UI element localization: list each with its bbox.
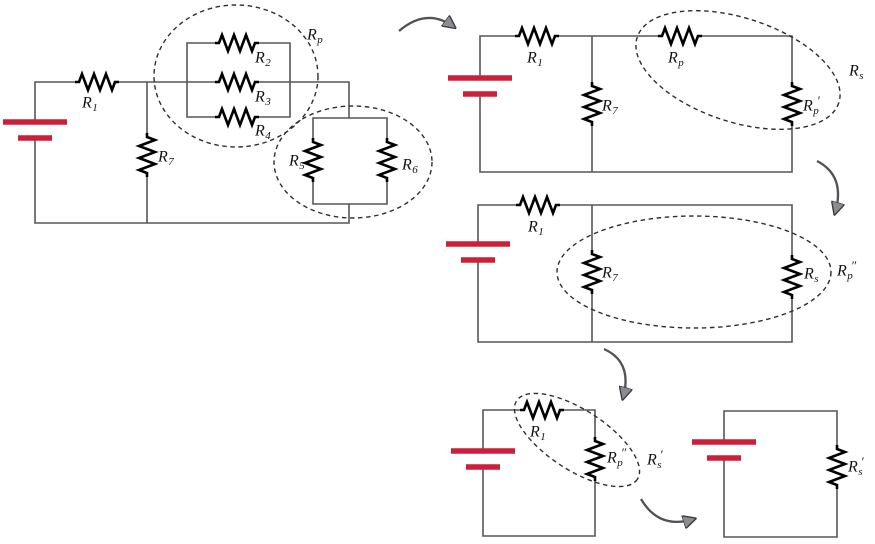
resistor-r6-zigzag bbox=[377, 136, 397, 184]
label-r3-original: R3 bbox=[255, 88, 271, 108]
circuit-stage2 bbox=[448, 9, 841, 173]
resistor-r1-zigzag bbox=[518, 400, 566, 420]
label-r5-original: R5 bbox=[289, 152, 305, 172]
circuit-final bbox=[692, 410, 847, 538]
label-rs-stage3: Rs bbox=[804, 265, 819, 285]
label-r6-original: R6 bbox=[402, 156, 418, 176]
rs-prime-group-dashed-ellipse bbox=[513, 392, 641, 488]
label-r1-stage4: R1 bbox=[530, 423, 546, 443]
reduction-arrow-3-icon bbox=[603, 347, 626, 398]
battery-symbol bbox=[451, 451, 515, 467]
rp-group-dashed-ellipse bbox=[153, 4, 319, 148]
label-r1-stage2: R1 bbox=[527, 49, 543, 69]
r5-r6-group-dashed-ellipse bbox=[273, 105, 433, 219]
battery-symbol bbox=[446, 244, 510, 260]
label-rs-prime-final: Rs′ bbox=[848, 455, 865, 478]
resistor-r7-zigzag bbox=[582, 80, 602, 128]
resistor-r7-zigzag bbox=[582, 248, 602, 296]
resistor-r3-zigzag bbox=[213, 72, 261, 92]
resistor-r5-zigzag bbox=[303, 136, 323, 184]
resistor-r7-zigzag bbox=[137, 131, 157, 179]
reduction-arrow-2-icon bbox=[816, 159, 838, 213]
label-rp-double-prime-group: Rp″ bbox=[837, 259, 857, 282]
circuit-stage3 bbox=[446, 195, 832, 343]
battery-symbol bbox=[3, 122, 67, 138]
label-rp-prime-stage2: Rp′ bbox=[803, 94, 821, 117]
label-rs-prime-group: Rs′ bbox=[647, 448, 664, 471]
reduction-arrow-1-icon bbox=[398, 18, 454, 32]
resistor-rs-prime-zigzag bbox=[827, 443, 847, 491]
wires bbox=[477, 204, 793, 343]
label-r1-original: R1 bbox=[82, 94, 98, 114]
wires bbox=[723, 410, 838, 538]
label-r7-stage2: R7 bbox=[602, 97, 618, 117]
label-r4-original: R4 bbox=[255, 122, 271, 142]
resistor-r2-zigzag bbox=[213, 33, 261, 53]
resistor-r1-zigzag bbox=[514, 195, 562, 215]
label-r7-original: R7 bbox=[158, 148, 174, 168]
circuit-original bbox=[3, 4, 433, 224]
resistor-rp-zigzag bbox=[656, 26, 704, 46]
rp-double-prime-group-dashed-ellipse bbox=[556, 215, 832, 329]
resistor-rs-zigzag bbox=[782, 253, 802, 301]
label-rp-double-prime-stage4: Rp″ bbox=[607, 446, 627, 469]
wires bbox=[482, 409, 596, 537]
battery-symbol bbox=[692, 442, 756, 458]
label-rp-group: Rp bbox=[307, 26, 323, 46]
wires bbox=[34, 42, 388, 224]
circuit-stage4 bbox=[451, 392, 641, 537]
resistor-r4-zigzag bbox=[213, 107, 261, 127]
resistor-rp-prime-zigzag bbox=[782, 80, 802, 128]
label-r7-stage3: R7 bbox=[602, 264, 618, 284]
reduction-arrow-4-icon bbox=[640, 498, 694, 522]
wires bbox=[479, 35, 793, 173]
resistor-r1-zigzag bbox=[513, 26, 561, 46]
label-r2-original: R2 bbox=[255, 49, 271, 69]
resistor-r1-zigzag bbox=[73, 72, 121, 92]
rs-group-dashed-ellipse bbox=[635, 9, 841, 131]
resistor-rp-double-prime-zigzag bbox=[585, 435, 605, 483]
label-r1-stage3: R1 bbox=[528, 218, 544, 238]
label-rp-stage2: Rp bbox=[668, 49, 684, 69]
label-rs-group: Rs bbox=[849, 62, 864, 82]
battery-symbol bbox=[448, 78, 512, 94]
